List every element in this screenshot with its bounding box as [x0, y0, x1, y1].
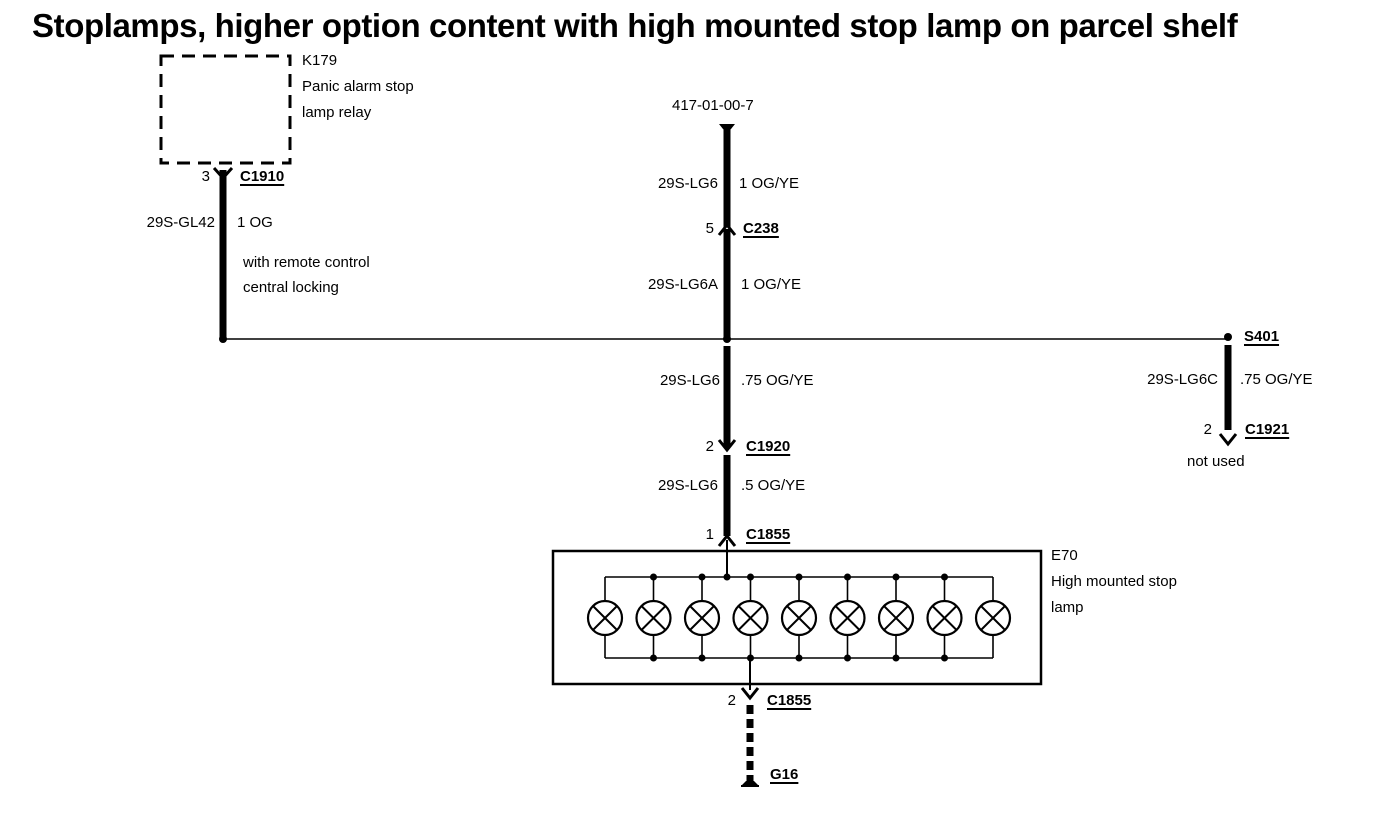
circuit-seg3: 29S-LG6: [659, 372, 720, 389]
circuit-seg4: 29S-LG6: [657, 477, 718, 494]
connector-c1910: C1910: [240, 168, 285, 185]
bulb-cross: [640, 605, 667, 631]
lamp-name-2: lamp: [1051, 599, 1084, 616]
bulb-cross: [737, 605, 764, 631]
connector-c1855-bottom: C1855: [767, 692, 812, 709]
diagram-title: Stoplamps, higher option content with hi…: [32, 7, 1238, 44]
relay-name-1: Panic alarm stop: [302, 78, 414, 95]
junction-dot: [844, 654, 851, 662]
feed-junction-dot: [723, 573, 731, 581]
bulb-cross: [689, 605, 715, 631]
ground-g16-symbol: [742, 777, 758, 785]
not-used-note: not used: [1187, 453, 1245, 470]
junction-dot: [795, 654, 803, 662]
junction-dot: [844, 573, 851, 581]
connector-c1921: C1921: [1245, 421, 1290, 438]
relay-name-2: lamp relay: [302, 104, 372, 121]
ref-417: 417-01-00-7: [672, 97, 754, 114]
bulb-cross: [834, 605, 861, 631]
connector-c1921-arrow: [1218, 433, 1238, 447]
pin-c1855-top: 1: [705, 526, 714, 543]
lamp-bulbs: [586, 573, 1012, 662]
relay-box: [159, 54, 292, 165]
wire-right: .75 OG/YE: [1240, 371, 1313, 388]
junction-dot: [795, 573, 803, 581]
circuit-seg1: 29S-LG6: [657, 175, 718, 192]
circuit-seg2: 29S-LG6A: [647, 276, 718, 293]
splice-s401: S401: [1244, 328, 1280, 345]
pin-c1920: 2: [705, 438, 714, 455]
pin-c1921: 2: [1203, 421, 1212, 438]
bulb-cross: [883, 605, 909, 631]
connector-c1920-arrow: [717, 439, 737, 453]
bulb-cross: [786, 605, 812, 631]
connector-c1855-top: C1855: [746, 526, 791, 543]
connector-c238: C238: [743, 220, 779, 237]
note-line-1: with remote control: [243, 254, 370, 271]
junction-dot: [941, 573, 948, 581]
wire-seg1: 1 OG/YE: [739, 175, 800, 192]
lamp-id: E70: [1051, 547, 1078, 564]
junction-dot: [650, 573, 657, 581]
junction-dot: [698, 573, 706, 581]
junction-dot: [892, 654, 900, 662]
circuit-29s-gl42: 29S-GL42: [146, 214, 215, 231]
wire-size-1og: 1 OG: [237, 214, 273, 231]
pin-c1855-bottom: 2: [727, 692, 736, 709]
pin-c238: 5: [705, 220, 714, 237]
ground-g16: G16: [770, 766, 799, 783]
circuit-29s-lg6c: 29S-LG6C: [1147, 371, 1218, 388]
relay-id: K179: [302, 52, 338, 69]
note-line-2: central locking: [243, 279, 339, 296]
pin-c1910: 3: [201, 168, 210, 185]
splice-dot-center: [723, 335, 731, 343]
junction-dot: [941, 654, 948, 662]
connector-c238-arrow: [717, 222, 737, 236]
ref-arrow: [719, 124, 735, 134]
lamp-name-1: High mounted stop: [1051, 573, 1177, 590]
lamp-box: [551, 549, 1043, 686]
bulb-cross: [980, 605, 1006, 631]
bulb-cross: [931, 605, 958, 631]
connector-c1855-top-arrow: [717, 533, 737, 547]
wire-seg4: .5 OG/YE: [741, 477, 806, 494]
wire-seg2: 1 OG/YE: [741, 276, 802, 293]
junction-dot: [698, 654, 706, 662]
junction-dot: [650, 654, 657, 662]
splice-s401-dot: [1224, 333, 1232, 341]
junction-dot: [747, 573, 754, 581]
bulb-cross: [592, 605, 618, 631]
junction-dot: [892, 573, 900, 581]
connector-c1855-bottom-arrow: [740, 687, 760, 701]
wire-seg3: .75 OG/YE: [741, 372, 814, 389]
connector-c1920: C1920: [746, 438, 791, 455]
